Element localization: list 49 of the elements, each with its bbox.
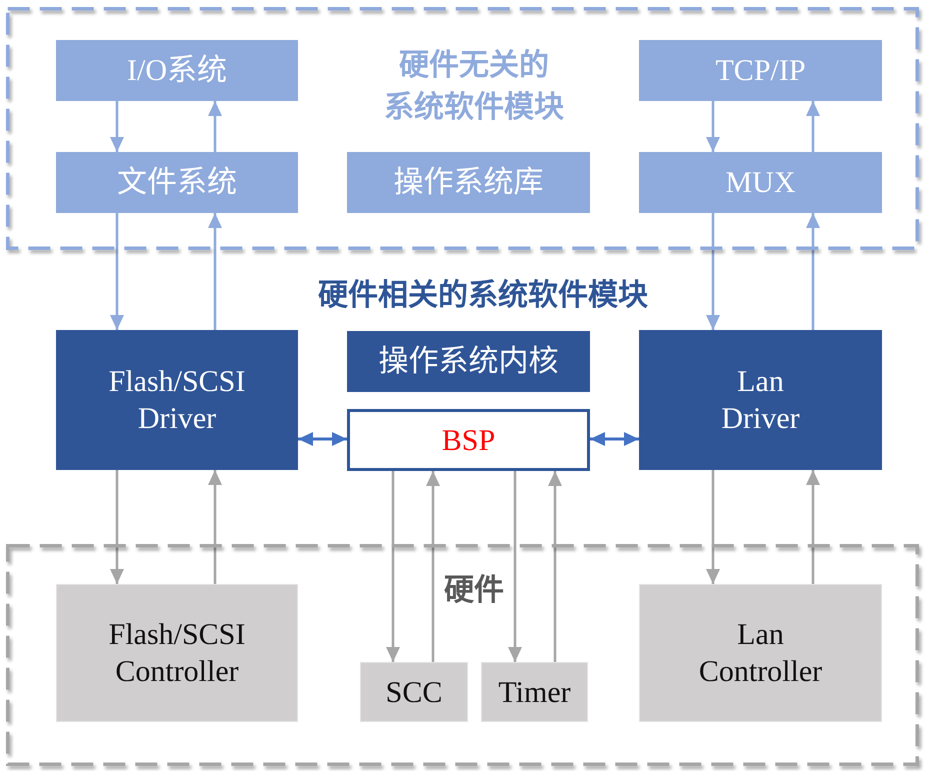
dashed-region: [6, 544, 919, 766]
module-box: [639, 152, 882, 213]
module-box: [56, 152, 298, 213]
module-label: I/O系统: [127, 53, 227, 89]
arrow: [110, 213, 124, 330]
arrow: [548, 471, 562, 662]
arrow: [706, 101, 720, 152]
module-label: Lan Controller: [698, 617, 824, 690]
module-label: MUX: [725, 165, 796, 201]
module-label: BSP: [442, 422, 496, 458]
hardware-box: [56, 584, 298, 722]
hardware-box: [360, 662, 468, 722]
module-label: SCC: [386, 674, 442, 710]
module-box: [56, 40, 298, 101]
group-heading: 硬件: [444, 572, 504, 610]
arrow: [208, 470, 222, 584]
module-box: [639, 40, 882, 101]
arrow: [508, 471, 522, 662]
arrow: [208, 213, 222, 330]
module-box: [347, 152, 590, 213]
module-label: Flash/SCSI Driver: [108, 364, 246, 437]
section-heading: 硬件相关的系统软件模块: [318, 277, 648, 315]
arrow: [110, 101, 124, 152]
group-heading: 硬件无关的系统软件模块: [384, 47, 565, 127]
arrow: [706, 213, 720, 330]
arrow: [386, 471, 400, 662]
module-label: Timer: [498, 674, 571, 710]
module-box: [639, 330, 882, 470]
module-label: 文件系统: [117, 165, 237, 201]
arrow: [426, 471, 440, 662]
module-box: [56, 330, 298, 470]
arrow: [706, 470, 720, 584]
module-label: Lan Driver: [720, 364, 801, 437]
arrow: [806, 470, 820, 584]
arrow: [110, 470, 124, 584]
hardware-box: [639, 584, 882, 722]
dashed-region: [6, 7, 919, 250]
module-label: 操作系统内核: [378, 344, 558, 380]
arrow: [208, 101, 222, 152]
arrow: [806, 213, 820, 330]
hardware-box: [481, 662, 588, 722]
module-label: TCP/IP: [715, 53, 806, 89]
module-box: [347, 331, 590, 392]
module-label: Flash/SCSI Controller: [108, 617, 246, 690]
outlined-box: [347, 409, 590, 471]
double-arrow: [298, 432, 347, 446]
module-label: 操作系统库: [394, 165, 544, 201]
double-arrow: [590, 432, 639, 446]
arrow: [806, 101, 820, 152]
